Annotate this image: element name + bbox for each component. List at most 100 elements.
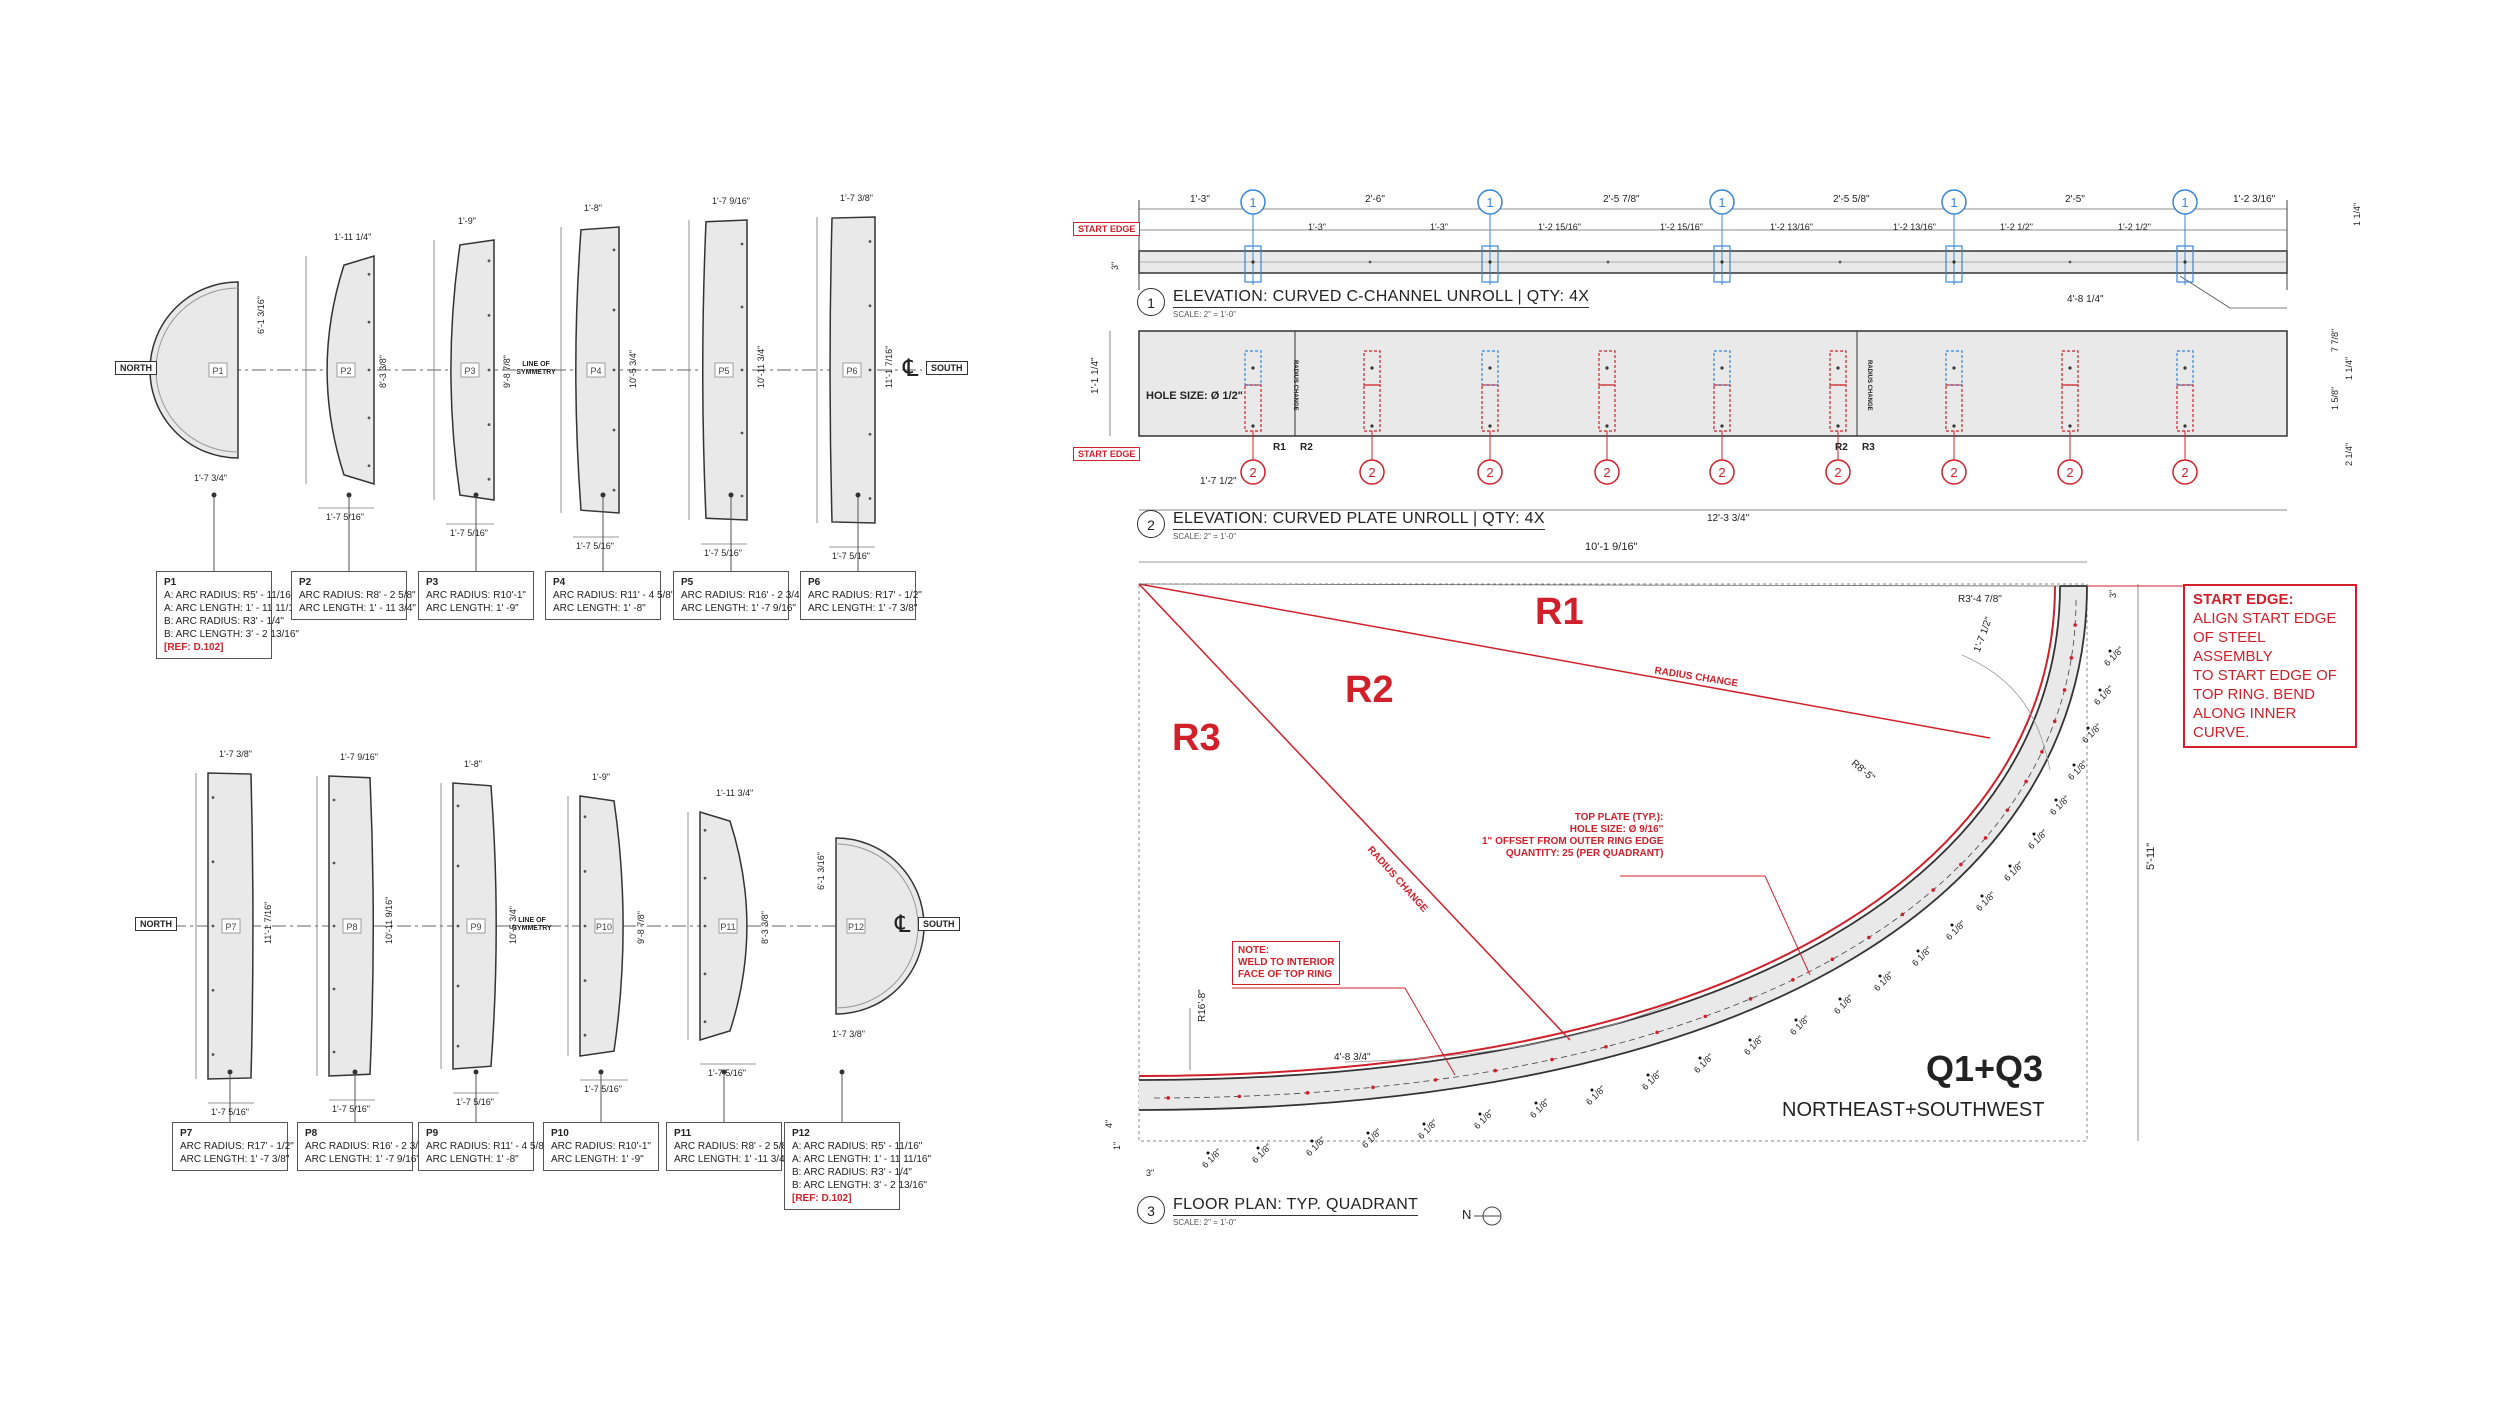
panel-note-line: A: ARC RADIUS: R5' - 11/16" xyxy=(164,590,295,601)
panel-hole xyxy=(456,924,460,928)
plate-right-dim: 1 1/4" xyxy=(2344,356,2354,380)
detail-bubble-2 xyxy=(1477,459,1503,485)
arc-panel-width-dim: 1'-7 3/4" xyxy=(194,473,227,483)
ring-hole xyxy=(1550,1057,1554,1062)
note-leader-dot xyxy=(211,492,217,498)
ring-hole xyxy=(1900,912,1905,917)
hole-marker xyxy=(1481,245,1499,283)
plate-right-dim: 1 5/8" xyxy=(2330,386,2340,410)
panel-note-line: ARC RADIUS: R11' - 4 5/8" xyxy=(553,590,675,601)
plate-hole-dot xyxy=(1370,366,1374,370)
panel-top-dim: 1'-11 3/4" xyxy=(716,788,754,798)
plate-hole-dot xyxy=(1720,366,1724,370)
detail-bubble-1 xyxy=(1709,189,1735,215)
plate-right-dim: 7 7/8" xyxy=(2330,328,2340,352)
elevation-1-title-block: 1 ELEVATION: CURVED C-CHANNEL UNROLL | Q… xyxy=(1137,288,1590,319)
panel-id-text: P10 xyxy=(596,922,612,932)
span-leader xyxy=(2179,275,2231,309)
floor-plan-title-block: 3 FLOOR PLAN: TYP. QUADRANT SCALE: 2" = … xyxy=(1137,1196,1419,1227)
panel-id-text: P11 xyxy=(720,922,735,932)
panel-hole xyxy=(868,240,872,243)
c-channel-sub-dim: 1'-2 15/16" xyxy=(1660,222,1703,232)
south-tag-bottom: SOUTH xyxy=(918,917,960,931)
top-plate-leader-2 xyxy=(1764,875,1811,976)
plan-left-dim-c: 3" xyxy=(1146,1168,1155,1178)
panel-hole xyxy=(583,979,587,982)
panel-hole xyxy=(703,828,707,832)
panel-note-ref: [REF: D.102] xyxy=(164,642,224,653)
plate-r3-label: R3 xyxy=(1862,442,1875,453)
ring-hole xyxy=(1604,1045,1608,1049)
ring-hole xyxy=(2073,623,2077,627)
panel-hole xyxy=(703,972,707,976)
plate-right-dim: 2 1/4" xyxy=(2344,442,2354,466)
panel-hole xyxy=(612,248,616,252)
plate-hole-dot xyxy=(2183,366,2187,370)
bottom-row-panel-p12: P12 xyxy=(835,837,925,1015)
detail-bubble-1 xyxy=(1240,189,1266,215)
r2-label: R2 xyxy=(1345,669,1394,711)
line-of-symmetry-bottom: LINE OF SYMMETRY xyxy=(512,917,552,932)
quadrant-title: Q1+Q3 xyxy=(1926,1048,2044,1089)
detail-bubble-2-text: 2 xyxy=(1950,465,1957,480)
elevation-2-title: ELEVATION: CURVED PLATE UNROLL | QTY: 4X xyxy=(1173,510,1545,530)
spacing-tick xyxy=(1422,1122,1426,1126)
plan-r16-dim: R16'-8" xyxy=(1197,989,1208,1022)
panel-id-tag xyxy=(714,362,734,378)
panel-id-text: P8 xyxy=(346,922,357,932)
detail-bubble-2-text: 2 xyxy=(1249,465,1256,480)
panel-hole xyxy=(367,320,371,324)
panel-hole xyxy=(456,804,460,808)
ring-hole xyxy=(1305,1091,1310,1095)
centerline-symbol-bottom: ℄ xyxy=(895,911,911,938)
plan-right-dim: 5'-11" xyxy=(2145,842,2157,870)
spacing-tick xyxy=(1646,1073,1650,1077)
plate-hole-dot xyxy=(2068,366,2072,370)
elevation-2-scale: SCALE: 2" = 1'-0" xyxy=(1173,532,1237,541)
panel-hole xyxy=(332,861,336,865)
panel-hole xyxy=(612,428,616,432)
spacing-tick xyxy=(1698,1056,1702,1060)
panel-hole xyxy=(583,870,587,873)
plan-extents xyxy=(1138,583,2088,1142)
plate-hole-dot xyxy=(1952,424,1956,428)
plate-overall-dim: 12'-3 3/4" xyxy=(1707,513,1750,524)
panel-top-dim: 1'-8" xyxy=(464,759,482,769)
panel-id-tag xyxy=(842,362,862,378)
start-edge-tag-2: START EDGE xyxy=(1073,447,1141,461)
panel-height-dim: 11'-1 7/16" xyxy=(884,345,894,388)
c-channel-top-dim: 1'-2 3/16" xyxy=(2233,194,2276,205)
panel-note-line: ARC LENGTH: 1' -7 9/16" xyxy=(305,1154,420,1165)
panel-id-tag xyxy=(208,362,228,378)
note-leader-dot xyxy=(598,1069,604,1075)
note-leader-dot xyxy=(721,1069,727,1075)
note-leader-dot xyxy=(346,492,352,498)
arc-panel-inner xyxy=(835,843,919,1009)
top-plate-line-2: 1" OFFSET FROM OUTER RING EDGE xyxy=(1482,836,1664,847)
plate-hole-dot xyxy=(1370,424,1374,428)
panel-top-dim: 1'-9" xyxy=(458,216,476,226)
panel-hole xyxy=(487,368,491,372)
bottom-row-panel-p9: P9 xyxy=(440,782,499,1094)
panel-hole xyxy=(583,815,587,819)
weld-leader-2 xyxy=(1404,987,1456,1076)
spacing-tick xyxy=(2072,763,2076,767)
panel-hole xyxy=(740,368,744,372)
ring-hole xyxy=(1703,1014,1708,1019)
north-arrow-label: N xyxy=(1462,1207,1472,1222)
panel-bottom-dim: 1'-7 5/16" xyxy=(450,528,488,538)
panel-id-text: P4 xyxy=(590,366,601,376)
plate-hole-dot xyxy=(1836,424,1840,428)
panel-hole xyxy=(367,416,371,420)
panel-note-ref: [REF: D.102] xyxy=(792,1193,852,1204)
panel-note-id: P9 xyxy=(426,1128,439,1139)
spacing-tick xyxy=(1478,1112,1482,1116)
c-channel-right-dim: 1 1/4" xyxy=(2352,202,2362,226)
weld-note-title: NOTE: xyxy=(1238,945,1270,956)
